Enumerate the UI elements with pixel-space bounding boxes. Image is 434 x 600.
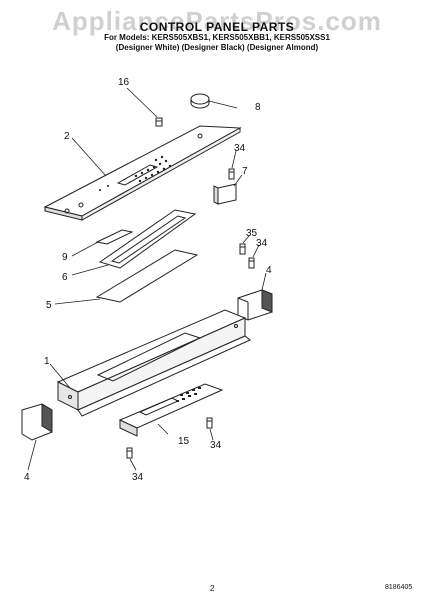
screws-part-34-lower (126, 417, 213, 459)
callout-35: 35 (246, 228, 258, 239)
callout-34-c: 34 (210, 440, 222, 451)
callout-7: 7 (242, 166, 248, 177)
callout-15: 15 (178, 436, 190, 447)
page-number: 2 (210, 584, 215, 593)
bracket-part-7 (213, 168, 237, 205)
page-title: CONTROL PANEL PARTS (139, 20, 295, 34)
screw-part-16 (155, 117, 163, 127)
callout-16: 16 (118, 77, 130, 88)
model-list: For Models: KERS505XBS1, KERS505XBB1, KE… (104, 33, 330, 42)
leader-lines (27, 87, 267, 471)
end-cap-part-4-right (237, 289, 273, 321)
callout-1: 1 (44, 356, 50, 367)
screws-part-35-34 (239, 243, 255, 269)
callout-5: 5 (46, 300, 52, 311)
control-panel-face (43, 125, 242, 221)
callout-6: 6 (62, 272, 68, 283)
control-panel-housing-part-1 (56, 309, 251, 417)
overlay-part-9 (95, 229, 134, 245)
control-board-part-15 (118, 383, 224, 437)
end-cap-part-4-left (21, 403, 53, 441)
callout-2: 2 (64, 131, 70, 142)
callout-34-a: 34 (234, 143, 246, 154)
callout-9: 9 (62, 252, 68, 263)
callout-34-d: 34 (132, 472, 144, 483)
callout-4-left: 4 (24, 472, 30, 483)
callout-8: 8 (255, 102, 261, 113)
knob-part-8 (190, 93, 210, 109)
callout-4-right: 4 (266, 265, 272, 276)
watermark: AppliancePartsPros.com (52, 6, 382, 36)
lens-frame-part-6 (98, 209, 197, 269)
lens-part-5 (95, 249, 199, 303)
document-number: 8186405 (385, 584, 413, 591)
model-variants: (Designer White) (Designer Black) (Desig… (115, 43, 319, 52)
callout-34-b: 34 (256, 238, 268, 249)
